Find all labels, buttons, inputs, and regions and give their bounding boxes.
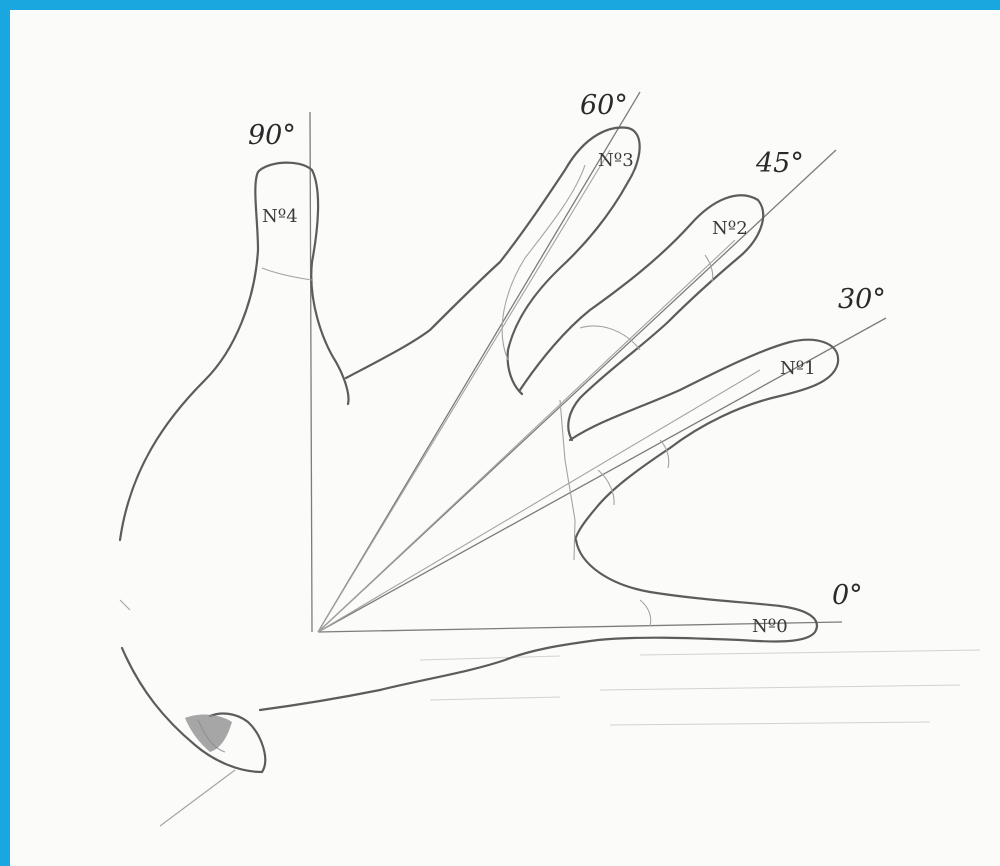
ray-inner-c [318, 150, 610, 632]
finger-label-2: Nº2 [712, 218, 748, 239]
angle-label-45: 45° [755, 148, 804, 179]
wrist-shading [185, 715, 232, 752]
angle-label-90: 90° [248, 120, 296, 151]
ray-60 [318, 92, 640, 632]
angle-label-60: 60° [580, 90, 628, 121]
finger-label-4: Nº4 [262, 206, 298, 227]
ray-90 [310, 112, 312, 632]
finger-label-0: Nº0 [752, 616, 788, 637]
finger-label-3: Nº3 [598, 150, 634, 171]
ray-inner-a [318, 370, 760, 632]
angle-label-0: 0° [832, 580, 863, 611]
finger-label-1: Nº1 [780, 358, 816, 379]
angle-label-30: 30° [838, 284, 886, 315]
